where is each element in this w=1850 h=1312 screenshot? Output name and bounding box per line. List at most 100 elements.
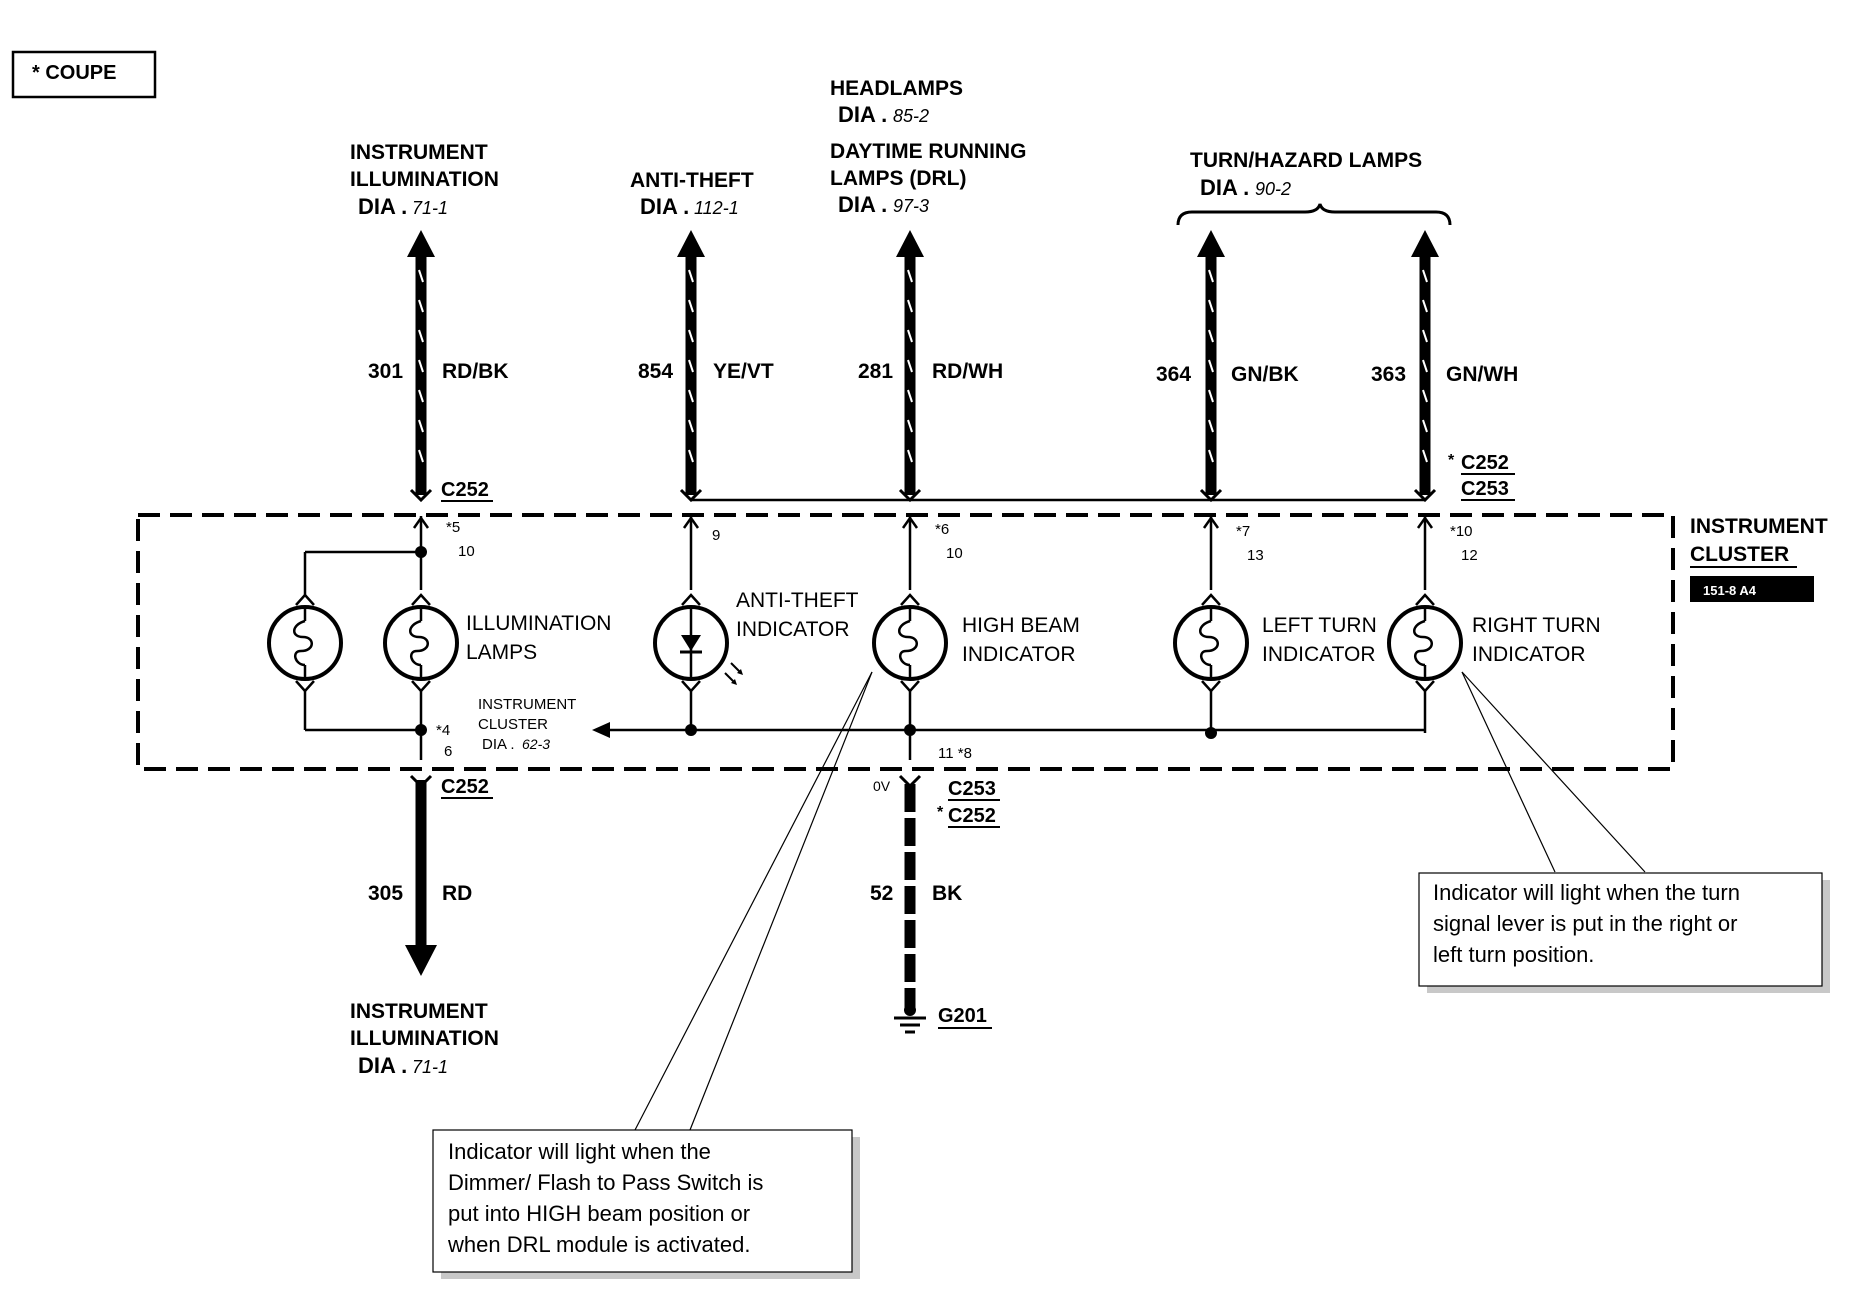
dia-ref: 71-1 [412,198,448,218]
label-line: LAMPS [466,641,537,664]
pin-label: 13 [1247,547,1264,564]
junction-dots [415,546,1217,739]
wire-color: YE/VT [713,360,774,383]
label-line: ILLUMINATION [350,168,499,191]
dia-label: DIA . [640,194,689,219]
bulb-icon [267,593,343,693]
circuit-number: 305 [368,882,403,905]
label-anti-theft-top: ANTI-THEFT DIA . 112-1 [630,169,754,219]
dia-ref: 62-3 [522,736,550,752]
label-line: ILLUMINATION [466,612,611,635]
arrow-left-icon [592,722,610,738]
circuit-number: 301 [368,360,403,383]
wire-labels-top: 301 RD/BK 854 YE/VT 281 RD/WH 364 GN/BK … [368,360,1518,386]
instrument-cluster-label: INSTRUMENT CLUSTER 151-8 A4 [1690,515,1828,602]
circuit-number: 363 [1371,363,1406,386]
wire-305 [405,774,437,976]
label-line: HEADLAMPS [830,77,963,100]
wire-color: RD/BK [442,360,509,383]
label-instrument-illumination-top: INSTRUMENT ILLUMINATION DIA . 71-1 [350,141,499,219]
label-line: INDICATOR [736,618,850,641]
connector-labels: C252 * C252 C253 [441,452,1515,502]
label-line: RIGHT TURN [1472,614,1601,637]
label-line: ANTI-THEFT [736,589,859,612]
coupe-note-text: * COUPE [32,62,116,84]
wire-color: BK [932,882,962,905]
note-line: left turn position. [1433,942,1594,967]
dia-ref: 90-2 [1255,179,1291,199]
pin-label: *5 [446,519,460,536]
note-line: Indicator will light when the [448,1139,711,1164]
note-line: put into HIGH beam position or [448,1201,750,1226]
wire-color: RD/WH [932,360,1003,383]
led-icon [653,593,743,693]
pin-label: 6 [444,743,452,760]
note-line: Indicator will light when the turn [1433,880,1740,905]
pin-label: 10 [458,543,475,560]
pin-label: 11 *8 [938,745,972,762]
cluster-ref-label: INSTRUMENT CLUSTER DIA . 62-3 [478,696,576,753]
note-line: when DRL module is activated. [447,1232,750,1257]
bulb-icon [1387,593,1463,693]
dia-ref: 97-3 [893,196,929,216]
pin-label: 12 [1461,547,1478,564]
coupe-note: * COUPE [11,50,157,99]
wire-301 [407,230,435,500]
wire-363 [1411,230,1439,500]
label-line: INSTRUMENT [478,696,576,713]
wire-color: GN/BK [1231,363,1299,386]
dia-label: DIA . [358,1053,407,1078]
circuit-number: 364 [1156,363,1191,386]
label-line: LEFT TURN [1262,614,1377,637]
ground-label: G201 [938,1005,987,1027]
wire-color: GN/WH [1446,363,1518,386]
connector-c252: C252 [441,776,489,798]
pin-label: *10 [1450,523,1473,540]
cluster-ref-badge: 151-8 A4 [1703,583,1757,598]
connector-c253: C253 [1461,478,1509,500]
label-line: TURN/HAZARD LAMPS [1190,149,1422,172]
connector-c252: C252 [441,479,489,501]
internal-leads [303,515,1434,760]
connector-c252: C252 [1461,452,1509,474]
label-line: INDICATOR [1262,643,1376,666]
circuit-number: 854 [638,360,673,383]
note-line: Dimmer/ Flash to Pass Switch is [448,1170,763,1195]
dia-ref: 71-1 [412,1057,448,1077]
circuit-number: 281 [858,360,893,383]
pin-labels: *5 10 9 *6 10 *7 13 *10 12 *4 6 11 *8 [436,519,1478,762]
pin-label: 10 [946,545,963,562]
label-line: ILLUMINATION [350,1027,499,1050]
bulb-icon [872,593,948,693]
label-line: CLUSTER [1690,543,1789,566]
dia-label: DIA . [358,194,407,219]
dia-label: DIA . [482,736,515,753]
dia-label: DIA . [838,102,887,127]
label-line: INSTRUMENT [350,1000,488,1023]
pin-label: *4 [436,722,450,739]
label-line: CLUSTER [478,716,548,733]
dia-label: DIA . [838,192,887,217]
label-line: ANTI-THEFT [630,169,754,192]
label-line: DAYTIME RUNNING [830,140,1026,163]
star-marker: * [937,804,944,821]
connector-c252: C252 [948,805,996,827]
brace-icon [1176,203,1452,226]
label-turn-hazard-top: TURN/HAZARD LAMPS DIA . 90-2 [1176,149,1452,226]
wire-52 [894,774,926,1034]
label-line: LAMPS (DRL) [830,167,966,190]
bulb-icon [1173,593,1249,693]
label-line: INDICATOR [1472,643,1586,666]
label-instrument-illumination-bottom: INSTRUMENT ILLUMINATION DIA . 71-1 [350,1000,499,1078]
label-line: INSTRUMENT [1690,515,1828,538]
connector-c253: C253 [948,778,996,800]
note-line: signal lever is put in the right or [1433,911,1738,936]
component-labels: ILLUMINATION LAMPS ANTI-THEFT INDICATOR … [466,589,1601,666]
wire-281 [896,230,924,500]
wire-color: RD [442,882,472,905]
ground-g201: G201 [938,1005,992,1029]
dia-label: DIA . [1200,175,1249,200]
connector-c253-bottom: C253 * C252 [937,778,1000,828]
label-line: INSTRUMENT [350,141,488,164]
